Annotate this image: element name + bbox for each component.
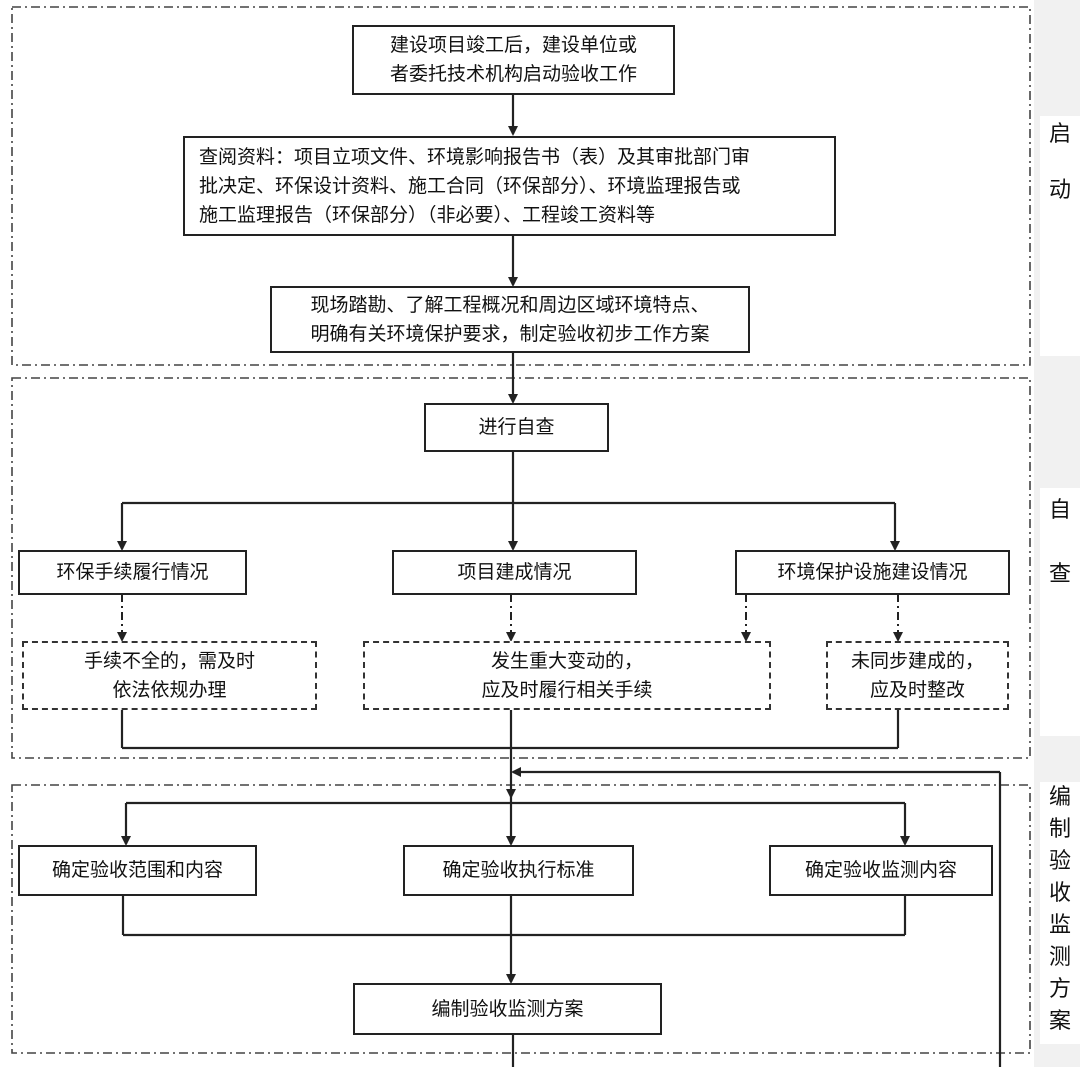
node-site-survey: 现场踏勘、了解工程概况和周边区域环境特点、 明确有关环境保护要求，制定验收初步工… bbox=[270, 286, 750, 353]
node-start-work: 建设项目竣工后，建设单位或 者委托技术机构启动验收工作 bbox=[352, 25, 675, 95]
node-incomplete-procedures: 手续不全的，需及时 依法依规办理 bbox=[22, 641, 317, 710]
stage-label-start: 启 动 bbox=[1040, 116, 1080, 356]
region-plan bbox=[11, 784, 1031, 1054]
node-acceptance-standard: 确定验收执行标准 bbox=[403, 845, 634, 896]
region-selfcheck bbox=[11, 377, 1031, 759]
region-start bbox=[11, 6, 1031, 366]
node-review-documents: 查阅资料：项目立项文件、环境影响报告书（表）及其审批部门审 批决定、环保设计资料… bbox=[183, 136, 836, 236]
node-env-facilities: 环境保护设施建设情况 bbox=[735, 550, 1010, 595]
stage-label-selfcheck: 自 查 bbox=[1040, 488, 1080, 736]
node-major-change: 发生重大变动的， 应及时履行相关手续 bbox=[363, 641, 771, 710]
stage-label-plan: 编 制 验 收 监 测 方 案 bbox=[1040, 782, 1080, 1044]
node-not-synchronous: 未同步建成的， 应及时整改 bbox=[826, 641, 1009, 710]
node-monitoring-content: 确定验收监测内容 bbox=[769, 845, 993, 896]
node-project-completion: 项目建成情况 bbox=[392, 550, 637, 595]
node-self-check: 进行自查 bbox=[424, 403, 609, 452]
node-acceptance-scope: 确定验收范围和内容 bbox=[18, 845, 257, 896]
node-monitoring-plan: 编制验收监测方案 bbox=[353, 983, 662, 1035]
node-env-procedures: 环保手续履行情况 bbox=[18, 550, 247, 595]
